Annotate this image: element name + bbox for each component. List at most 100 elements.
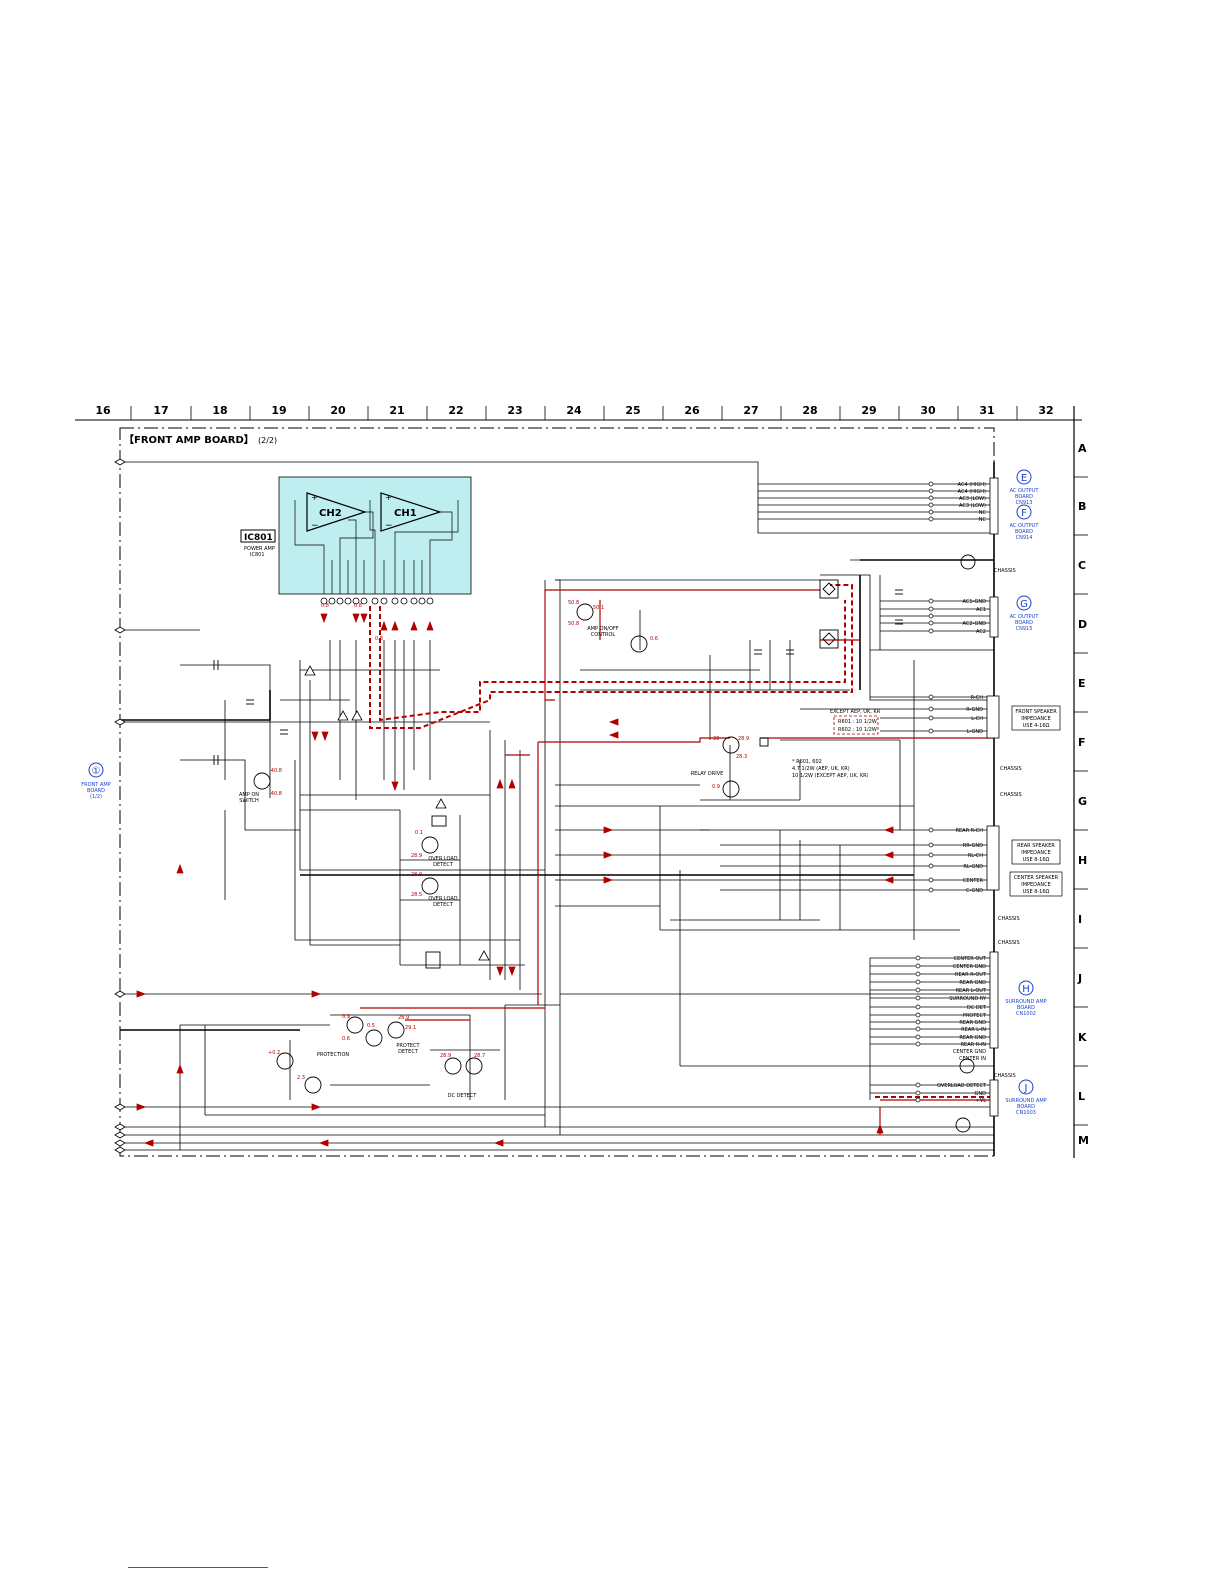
link-F[interactable]: F AC OUTPUT BOARD CN914	[1010, 504, 1040, 541]
terminal-label: REAR GND	[959, 1020, 986, 1026]
svg-text:0.8: 0.8	[321, 603, 329, 609]
stage-label: CONTROL	[591, 632, 616, 638]
grid-column-labels: 16 17 18 19 20 21 22 23 24 25 26 27 28 2…	[95, 404, 1053, 417]
footer-rule	[128, 1567, 268, 1568]
col-label: 24	[566, 404, 582, 417]
svg-text:28.9: 28.9	[398, 1015, 409, 1021]
link-id: G	[1020, 599, 1028, 610]
note-line: R601 : 10 1/2W	[838, 719, 877, 725]
chassis-label: CHASSIS	[994, 1073, 1016, 1079]
row-label: J	[1077, 972, 1082, 985]
ic801-block: + − + − CH2 CH1	[278, 476, 472, 595]
connector-blocks	[986, 477, 1000, 1117]
signal-arrows	[136, 613, 894, 1147]
svg-text:+: +	[385, 493, 392, 502]
row-label: D	[1078, 618, 1087, 631]
svg-text:50.8: 50.8	[568, 600, 579, 606]
stage-label: PROTECTION	[317, 1052, 350, 1058]
signal-lines-red-dashed	[369, 584, 994, 1098]
terminal-label: AC1-GND	[963, 599, 987, 605]
warning-icon	[304, 665, 490, 961]
grid-row-labels: A B C D E F G H I J K L M	[1077, 442, 1089, 1147]
note-line: 4.7 1/2W (AEP, UK, KR)	[792, 766, 850, 772]
link-front-amp[interactable]: ① FRONT AMP BOARD (1/2)	[81, 762, 111, 800]
svg-text:-40.8: -40.8	[269, 768, 282, 774]
resistor-note: * R601, 602 4.7 1/2W (AEP, UK, KR) 10 1/…	[792, 759, 869, 779]
link-text: FRONT AMP	[81, 782, 110, 788]
svg-text:50.8: 50.8	[568, 621, 579, 627]
svg-text:28.9: 28.9	[738, 736, 749, 742]
terminal-label: AC2	[976, 629, 986, 635]
row-label: M	[1078, 1134, 1089, 1147]
col-label: 20	[330, 404, 346, 417]
terminal-label: AC4 (HIGH)	[958, 489, 986, 495]
svg-text:28.9: 28.9	[440, 1053, 451, 1059]
speaker-box-line: USE 8-16Ω	[1023, 857, 1050, 863]
link-text: (1/2)	[90, 794, 102, 800]
col-label: 32	[1038, 404, 1053, 417]
terminal-label: NC	[979, 517, 987, 523]
svg-text:+0.2: +0.2	[268, 1050, 280, 1056]
ic-desc: POWER AMP	[244, 546, 275, 552]
terminal-label: GND	[975, 1091, 987, 1097]
speaker-box-line: IMPEDANCE	[1021, 850, 1051, 856]
svg-text:50.1: 50.1	[593, 605, 604, 611]
svg-text:28.7: 28.7	[474, 1053, 485, 1059]
link-text: CN915	[1016, 626, 1033, 632]
link-H[interactable]: H SURROUND AMP BOARD CN1002	[1005, 980, 1047, 1017]
speaker-box-line: IMPEDANCE	[1021, 882, 1051, 888]
terminal-label: DC DET	[967, 1005, 987, 1011]
left-rail-connectors	[114, 458, 126, 1154]
col-label: 19	[271, 404, 286, 417]
col-label: 26	[684, 404, 700, 417]
link-E[interactable]: E AC OUTPUT BOARD CN913	[1010, 469, 1040, 506]
front-speaker-box: FRONT SPEAKER IMPEDANCE USE 4-16Ω	[1011, 705, 1061, 731]
link-text: BOARD	[1017, 1005, 1035, 1011]
note-line: 10 1/2W (EXCEPT AEP, UK, KR)	[792, 773, 869, 779]
ic801-pins	[320, 597, 434, 605]
stage-label: DETECT	[398, 1049, 419, 1055]
rear-speaker-box: REAR SPEAKER IMPEDANCE USE 8-16Ω	[1011, 839, 1061, 865]
row-label: G	[1078, 795, 1087, 808]
terminal-label: NC	[979, 510, 987, 516]
terminal-labels: AC4 (HIGH) AC4 (HIGH) AC3 (LOW) AC3 (LOW…	[937, 482, 987, 1104]
svg-text:0.8: 0.8	[354, 603, 362, 609]
bridge-rectifiers	[819, 579, 839, 649]
speaker-box-line: USE 4-16Ω	[1023, 723, 1050, 729]
col-label: 28	[802, 404, 817, 417]
terminal-label: R-CH	[971, 695, 984, 701]
col-label: 23	[507, 404, 522, 417]
stage-label: AMP ON/OFF	[587, 626, 619, 632]
link-G[interactable]: G AC OUTPUT BOARD CN915	[1010, 595, 1040, 632]
svg-text:0.5: 0.5	[367, 1023, 375, 1029]
speaker-box-line: IMPEDANCE	[1021, 716, 1051, 722]
svg-text:2.3: 2.3	[297, 1075, 305, 1081]
col-label: 21	[389, 404, 404, 417]
svg-text:28.9: 28.9	[411, 872, 422, 878]
ic-ch2-label: CH2	[319, 508, 342, 519]
stage-label: PROTECT	[396, 1043, 420, 1049]
svg-text:28.9: 28.9	[411, 853, 422, 859]
stage-label: OVER LOAD	[428, 896, 457, 902]
terminal-label: REAR R-OUT	[955, 972, 987, 978]
signal-lines-red	[360, 589, 994, 1135]
terminal-label: REAR L-OUT	[956, 988, 987, 994]
terminal-label: C-GND	[966, 888, 983, 894]
ic-ref: IC801	[244, 533, 273, 543]
row-label: H	[1078, 854, 1087, 867]
svg-text:28.3: 28.3	[736, 754, 747, 760]
row-label: C	[1078, 559, 1086, 572]
except-note: EXCEPT AEP, UK, KR R601 : 10 1/2W R602 :…	[830, 709, 881, 735]
svg-text:0.1: 0.1	[415, 830, 423, 836]
terminal-label: CENTER OUT	[954, 956, 987, 962]
link-J[interactable]: J SURROUND AMP BOARD CN1003	[1005, 1079, 1047, 1116]
link-id: H	[1022, 984, 1030, 995]
note-line: * R601, 602	[792, 759, 822, 765]
stage-label: SWITCH	[239, 798, 259, 804]
terminal-label: SURROUND RY	[949, 996, 987, 1002]
row-label: B	[1078, 500, 1086, 513]
svg-text:0.8: 0.8	[375, 636, 383, 642]
terminal-label: AC3 (LOW)	[959, 503, 986, 509]
